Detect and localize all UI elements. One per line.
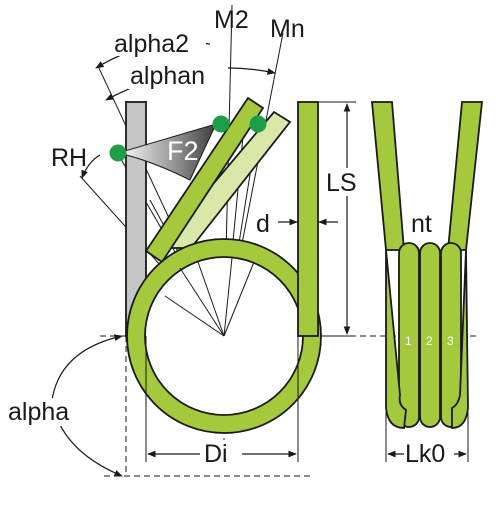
m2-label: M2 — [214, 6, 249, 34]
coil-number-1: 1 — [405, 334, 412, 348]
nt-label: nt — [411, 210, 432, 238]
ls-label: LS — [326, 169, 357, 197]
marker-rh — [109, 144, 127, 162]
side-view-spring: 1 2 3 — [371, 101, 484, 429]
d-label: d — [256, 210, 270, 238]
lk0-label: Lk0 — [405, 440, 445, 468]
f2-force-sector — [117, 123, 217, 181]
side-wrap-left — [385, 249, 407, 429]
f2-label: F2 — [167, 136, 199, 166]
rh-label: RH — [51, 144, 87, 172]
marker-mn — [249, 115, 267, 133]
side-leg-left — [371, 101, 405, 251]
marker-m2 — [212, 115, 230, 133]
leg-right — [297, 101, 319, 337]
inner-rays — [164, 257, 255, 337]
alpha2-label: alpha2 — [114, 30, 189, 58]
side-leg-right — [447, 101, 484, 251]
side-wrap-right — [451, 249, 469, 429]
alphan-label: alphan — [130, 62, 205, 90]
alpha-label: alpha — [8, 398, 69, 426]
di-label: Di — [204, 440, 228, 468]
side-coil-1 — [398, 242, 420, 428]
rh-arc — [81, 154, 101, 179]
mn-label: Mn — [270, 15, 305, 43]
leg-m2 — [144, 96, 265, 264]
coil-number-2: 2 — [426, 334, 433, 348]
coil-number-3: 3 — [447, 334, 454, 348]
side-coil-3 — [440, 242, 462, 428]
side-coil-2 — [419, 242, 441, 428]
